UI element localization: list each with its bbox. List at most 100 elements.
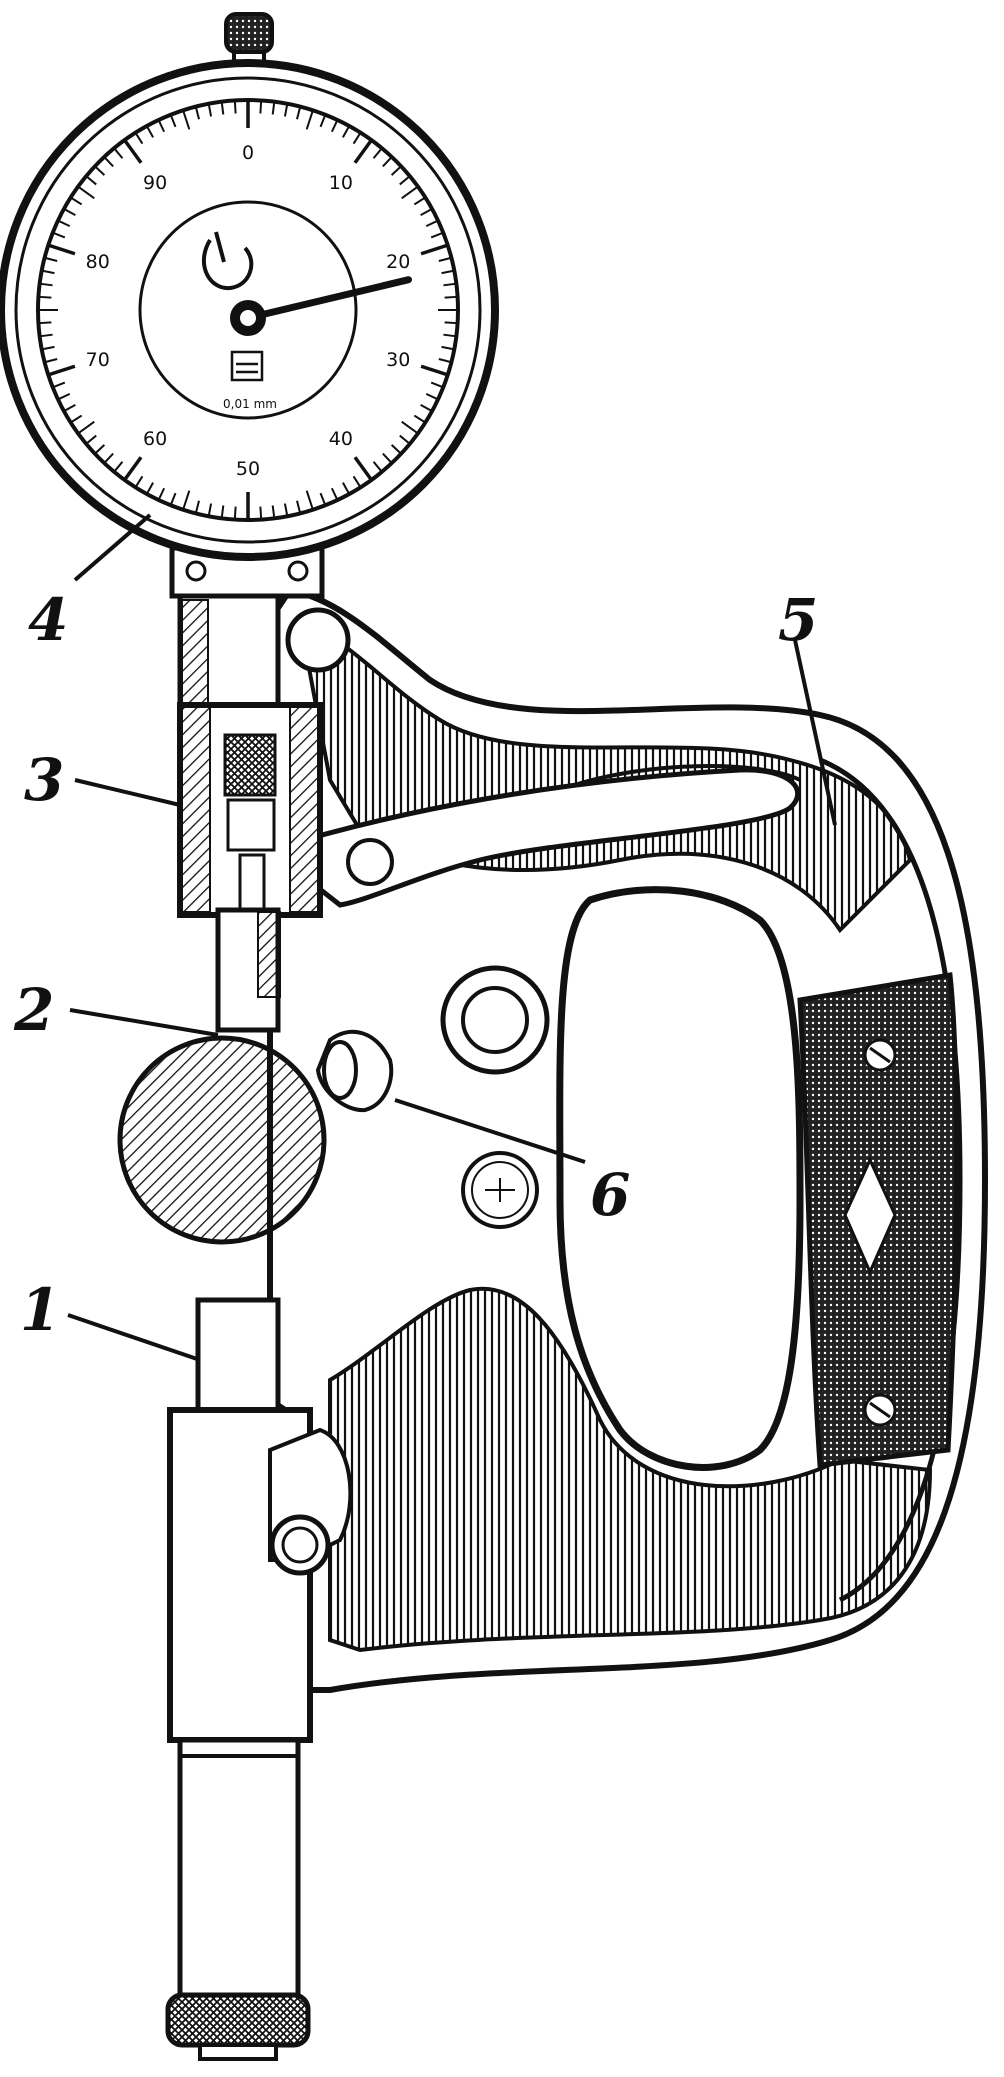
dial-tick — [438, 256, 452, 262]
leader-line-6 — [394, 1098, 586, 1164]
dial-tick — [182, 490, 191, 511]
dial-tick — [296, 500, 302, 514]
dial-tick — [352, 132, 362, 145]
dial-number: 0 — [242, 142, 254, 164]
dial-number: 10 — [329, 172, 353, 194]
dial-tick — [425, 392, 439, 401]
dial-tick — [57, 392, 71, 401]
dial-tick — [77, 420, 95, 435]
dial-tick — [134, 475, 144, 488]
leader-line-4 — [73, 513, 152, 582]
dial-tick — [38, 295, 52, 299]
dial-tick — [372, 461, 383, 473]
dial-tick — [330, 487, 339, 501]
pivot-boss — [440, 965, 550, 1075]
dial-tick — [85, 434, 97, 445]
dial-tick — [123, 456, 143, 481]
dial-tick — [103, 452, 114, 464]
gauge-frame — [267, 586, 989, 1693]
dial-tick — [438, 358, 452, 364]
dial-tick — [441, 269, 455, 275]
anvil-barrel — [165, 1297, 353, 2061]
dial-tick — [330, 119, 339, 133]
dial-tick — [145, 482, 154, 495]
dial-number: 60 — [143, 428, 167, 450]
dial-tick — [425, 219, 439, 228]
dial-tick — [399, 434, 411, 445]
callout-5: 5 — [778, 586, 818, 654]
callout-4: 4 — [28, 586, 68, 654]
dial-tick — [352, 475, 362, 488]
dial-tick — [77, 185, 95, 200]
dial-tick — [271, 505, 276, 519]
dial-tick — [305, 490, 314, 511]
dial-tick — [145, 125, 154, 138]
dial-tick — [271, 101, 276, 115]
dial-tick — [382, 156, 393, 168]
dial-number: 40 — [329, 428, 353, 450]
callout-6: 6 — [590, 1161, 630, 1229]
dial-tick — [39, 282, 53, 287]
dial-tick — [63, 404, 76, 413]
dial-number: 80 — [86, 251, 110, 273]
dial-number: 20 — [386, 251, 410, 273]
workpiece-section — [117, 1035, 327, 1245]
dial-tick — [41, 269, 55, 275]
dial-tick — [401, 185, 419, 200]
dial-tick — [194, 106, 200, 120]
dial-tick — [353, 456, 373, 481]
dial-tick — [382, 452, 393, 464]
dial-tick — [47, 243, 76, 256]
dial-tick — [420, 207, 433, 216]
callout-1: 1 — [20, 1276, 60, 1344]
dial-tick — [194, 500, 200, 514]
dial-tick — [444, 295, 458, 299]
dial-tick — [443, 333, 457, 338]
dial-tick — [94, 165, 106, 176]
callout-2: 2 — [13, 976, 54, 1044]
dial-tick — [207, 503, 213, 517]
dial-tick — [169, 114, 177, 128]
dial-tick — [319, 492, 327, 506]
dial-needle — [244, 276, 412, 322]
lever — [264, 767, 801, 908]
dial-tick — [63, 207, 76, 216]
dial-number: 30 — [386, 349, 410, 371]
dial-tick — [220, 101, 225, 115]
dial-tick — [390, 165, 402, 176]
dial-tick — [52, 231, 66, 239]
callout-3: 3 — [24, 746, 64, 814]
dial-tick — [259, 100, 263, 114]
dial-tick — [420, 404, 433, 413]
dial-number: 50 — [236, 458, 260, 480]
dial-tick — [401, 420, 419, 435]
dial-tick — [38, 321, 52, 325]
dial-number: 70 — [86, 349, 110, 371]
dial-tick — [85, 175, 97, 186]
needle-hub-center — [240, 310, 256, 326]
dial-tick — [372, 147, 383, 159]
dial-tick — [319, 114, 327, 128]
dial-unit-label: 0,01 mm — [223, 397, 277, 411]
dial-tick — [113, 461, 124, 473]
dial-tick — [52, 381, 66, 389]
dial-tick — [390, 444, 402, 455]
dial-tick — [283, 503, 289, 517]
dial-tick — [94, 444, 106, 455]
dial-tick — [157, 487, 166, 501]
dial-tick — [134, 132, 144, 145]
indicator-housing — [169, 545, 351, 1033]
dial-tick — [443, 282, 457, 287]
dial-tick — [430, 381, 444, 389]
dial-tick — [44, 358, 58, 364]
dial-tick — [123, 139, 143, 164]
dial-tick — [444, 321, 458, 325]
leader-line-1 — [67, 1313, 201, 1362]
marking-disc — [461, 1151, 539, 1229]
dial-tick — [57, 219, 71, 228]
dial-tick — [157, 119, 166, 133]
dial-tick — [182, 109, 191, 130]
